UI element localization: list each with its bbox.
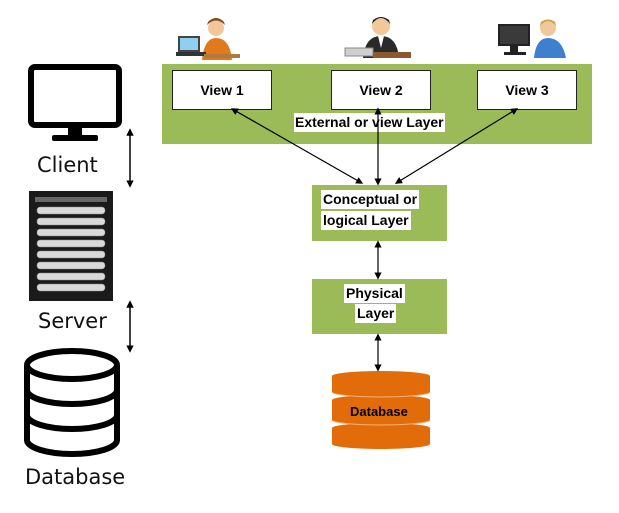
view1-conceptual-arrow <box>230 108 364 184</box>
view-3-box: View 3 <box>477 70 577 110</box>
conceptual-layer-label-line1: Conceptual or <box>321 190 420 209</box>
user-at-laptop-icon <box>176 16 242 67</box>
view3-conceptual-arrow <box>394 108 519 184</box>
physical-layer-label-line2: Layer <box>355 304 397 323</box>
physical-layer-label-line1: Physical <box>344 284 405 303</box>
client-monitor-icon <box>28 64 124 153</box>
view-2-box: View 2 <box>331 70 431 110</box>
server-rack-icon <box>29 191 113 306</box>
server-label: Server <box>38 309 107 333</box>
conceptual-layer-label-line2: logical Layer <box>321 211 411 230</box>
database-cylinder-icon <box>22 345 122 465</box>
user-at-laptop-icon <box>343 14 413 65</box>
view-1-box: View 1 <box>172 70 272 110</box>
database-stack-icon <box>330 370 432 457</box>
database-label: Database <box>25 465 126 489</box>
client-label: Client <box>37 153 98 177</box>
user-at-desktop-icon <box>496 16 568 65</box>
database-stack-label: Database <box>350 404 408 419</box>
